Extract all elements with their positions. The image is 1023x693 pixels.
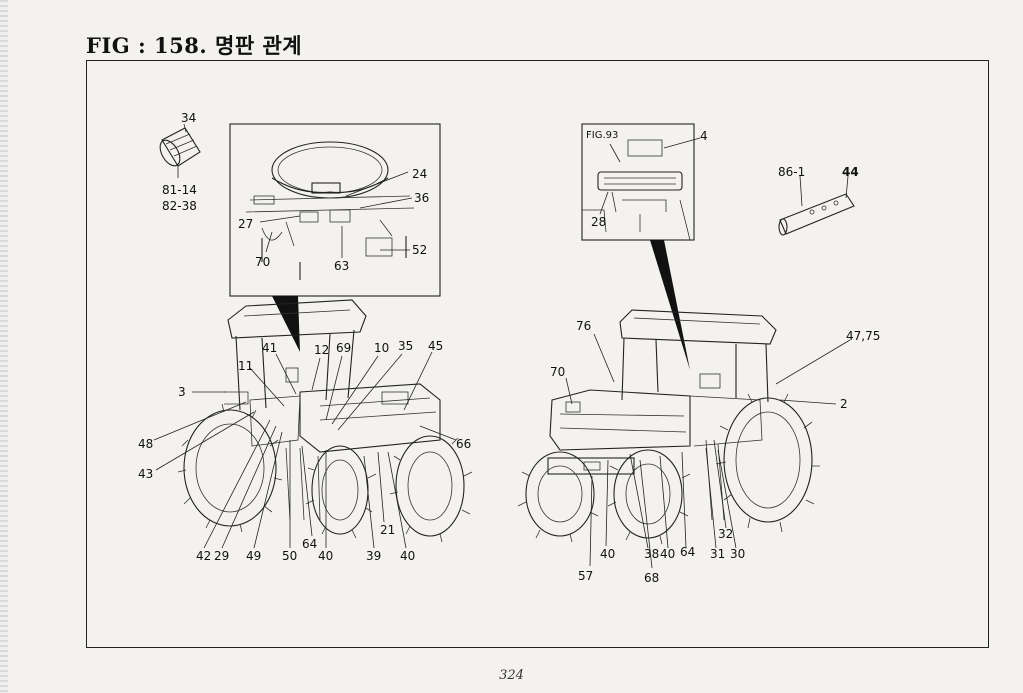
callout-29: 29 — [214, 549, 229, 563]
callout-27: 27 — [238, 217, 253, 231]
callout-68: 68 — [644, 571, 659, 585]
callout-21: 21 — [380, 523, 395, 537]
callout-40-left-b: 40 — [400, 549, 415, 563]
callout-3: 3 — [178, 385, 186, 399]
figure-frame — [86, 60, 989, 648]
callout-28: 28 — [591, 215, 606, 229]
callout-45: 45 — [428, 339, 443, 353]
callout-41: 41 — [262, 341, 277, 355]
callout-43: 43 — [138, 467, 153, 481]
callout-69: 69 — [336, 341, 351, 355]
callout-2: 2 — [840, 397, 848, 411]
callout-38: 38 — [644, 547, 659, 561]
callout-81-14: 81-14 — [162, 183, 197, 197]
tractor-left-drawing — [177, 299, 473, 543]
callout-49: 49 — [246, 549, 261, 563]
callout-34: 34 — [181, 111, 196, 125]
callout-57: 57 — [578, 569, 593, 583]
fig93-inset — [581, 123, 701, 241]
callout-70-dash: 70 — [255, 255, 270, 269]
callout-76: 76 — [576, 319, 591, 333]
callout-12: 12 — [314, 343, 329, 357]
callout-32: 32 — [718, 527, 733, 541]
callout-4: 4 — [700, 129, 708, 143]
callout-66: 66 — [456, 437, 471, 451]
callout-labels: 34 81-14 82-38 24 36 27 70 63 52 FIG.93 … — [138, 111, 880, 585]
callout-86-1: 86-1 — [778, 165, 805, 179]
callout-30: 30 — [730, 547, 745, 561]
callout-44: 44 — [842, 165, 859, 179]
part-34-drawing — [159, 123, 201, 178]
callout-40-right-a: 40 — [600, 547, 615, 561]
leaders-right-tractor — [565, 333, 851, 569]
callout-36: 36 — [414, 191, 429, 205]
callout-31: 31 — [710, 547, 725, 561]
callout-39: 39 — [366, 549, 381, 563]
pointer-wedge-right — [650, 240, 690, 370]
callout-82-38: 82-38 — [162, 199, 197, 213]
callout-40-right-b: 40 — [660, 547, 675, 561]
callout-52: 52 — [412, 243, 427, 257]
callout-50: 50 — [282, 549, 297, 563]
callout-fig93: FIG.93 — [586, 130, 618, 141]
part-86-1-44-drawing — [778, 175, 855, 236]
tractor-right-drawing — [517, 309, 820, 545]
dashboard-inset — [229, 123, 441, 297]
callout-40-left-a: 40 — [318, 549, 333, 563]
callout-48: 48 — [138, 437, 153, 451]
callout-35: 35 — [398, 339, 413, 353]
leaders-left-tractor — [153, 351, 457, 549]
page-title: FIG : 158. 명판 관계 — [86, 33, 303, 58]
pointer-wedge-left — [272, 296, 300, 352]
page-number: 324 — [499, 668, 524, 683]
callout-70-right: 70 — [550, 365, 565, 379]
callout-11: 11 — [238, 359, 253, 373]
callout-24: 24 — [412, 167, 427, 181]
scan-edge — [0, 0, 8, 693]
callout-47-75: 47,75 — [846, 329, 880, 343]
callout-64-left: 64 — [302, 537, 317, 551]
callout-63: 63 — [334, 259, 349, 273]
callout-10-top: 10 — [374, 341, 389, 355]
callout-64-right: 64 — [680, 545, 695, 559]
callout-42: 42 — [196, 549, 211, 563]
